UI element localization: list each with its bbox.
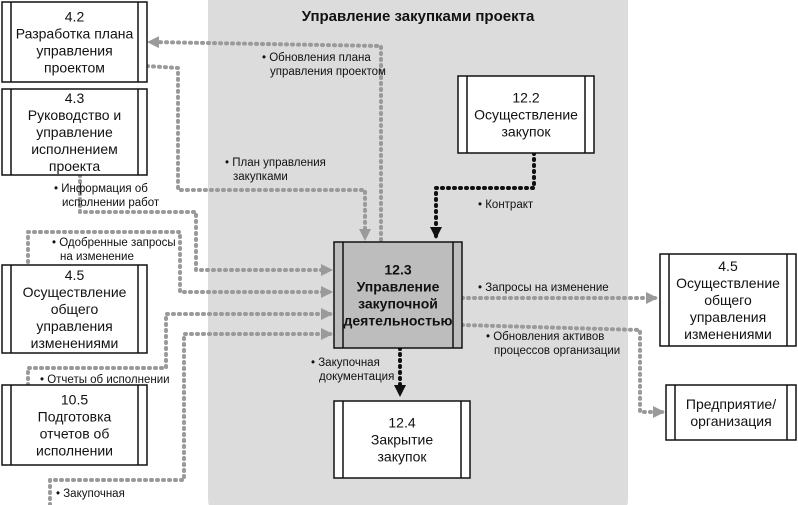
process-box-p123 (333, 241, 463, 349)
process-box-p45r (659, 253, 797, 347)
arrow-approved-changes (26, 230, 333, 298)
box-label-ent: Предприятие/организация (686, 396, 776, 429)
process-box-p122 (457, 75, 595, 154)
region-title: Управление закупками проекта (302, 8, 535, 25)
arrow-plan-updates (147, 36, 383, 242)
process-box-p42 (1, 1, 148, 83)
process-box-p45l (1, 264, 148, 354)
arrow-opa-updates (460, 323, 665, 418)
arrow-label-perf-reports: • Отчеты об исполнении (40, 374, 170, 386)
process-box-ent (665, 384, 797, 441)
process-box-p124 (333, 400, 471, 479)
arrow-performance-reports (26, 308, 333, 387)
arrow-contract (430, 151, 536, 239)
arrow-work-performance (78, 173, 333, 276)
arrow-label-proc-docs-in: • Закупочная (56, 488, 125, 500)
arrow-label-contract: • Контракт (478, 199, 534, 211)
arrow-label-change-req: • Запросы на изменение (478, 282, 609, 294)
arrow-proc-plan (145, 64, 371, 241)
process-box-p43 (1, 88, 148, 176)
process-box-p105 (1, 384, 148, 466)
arrow-procurement-docs-in (48, 328, 333, 505)
